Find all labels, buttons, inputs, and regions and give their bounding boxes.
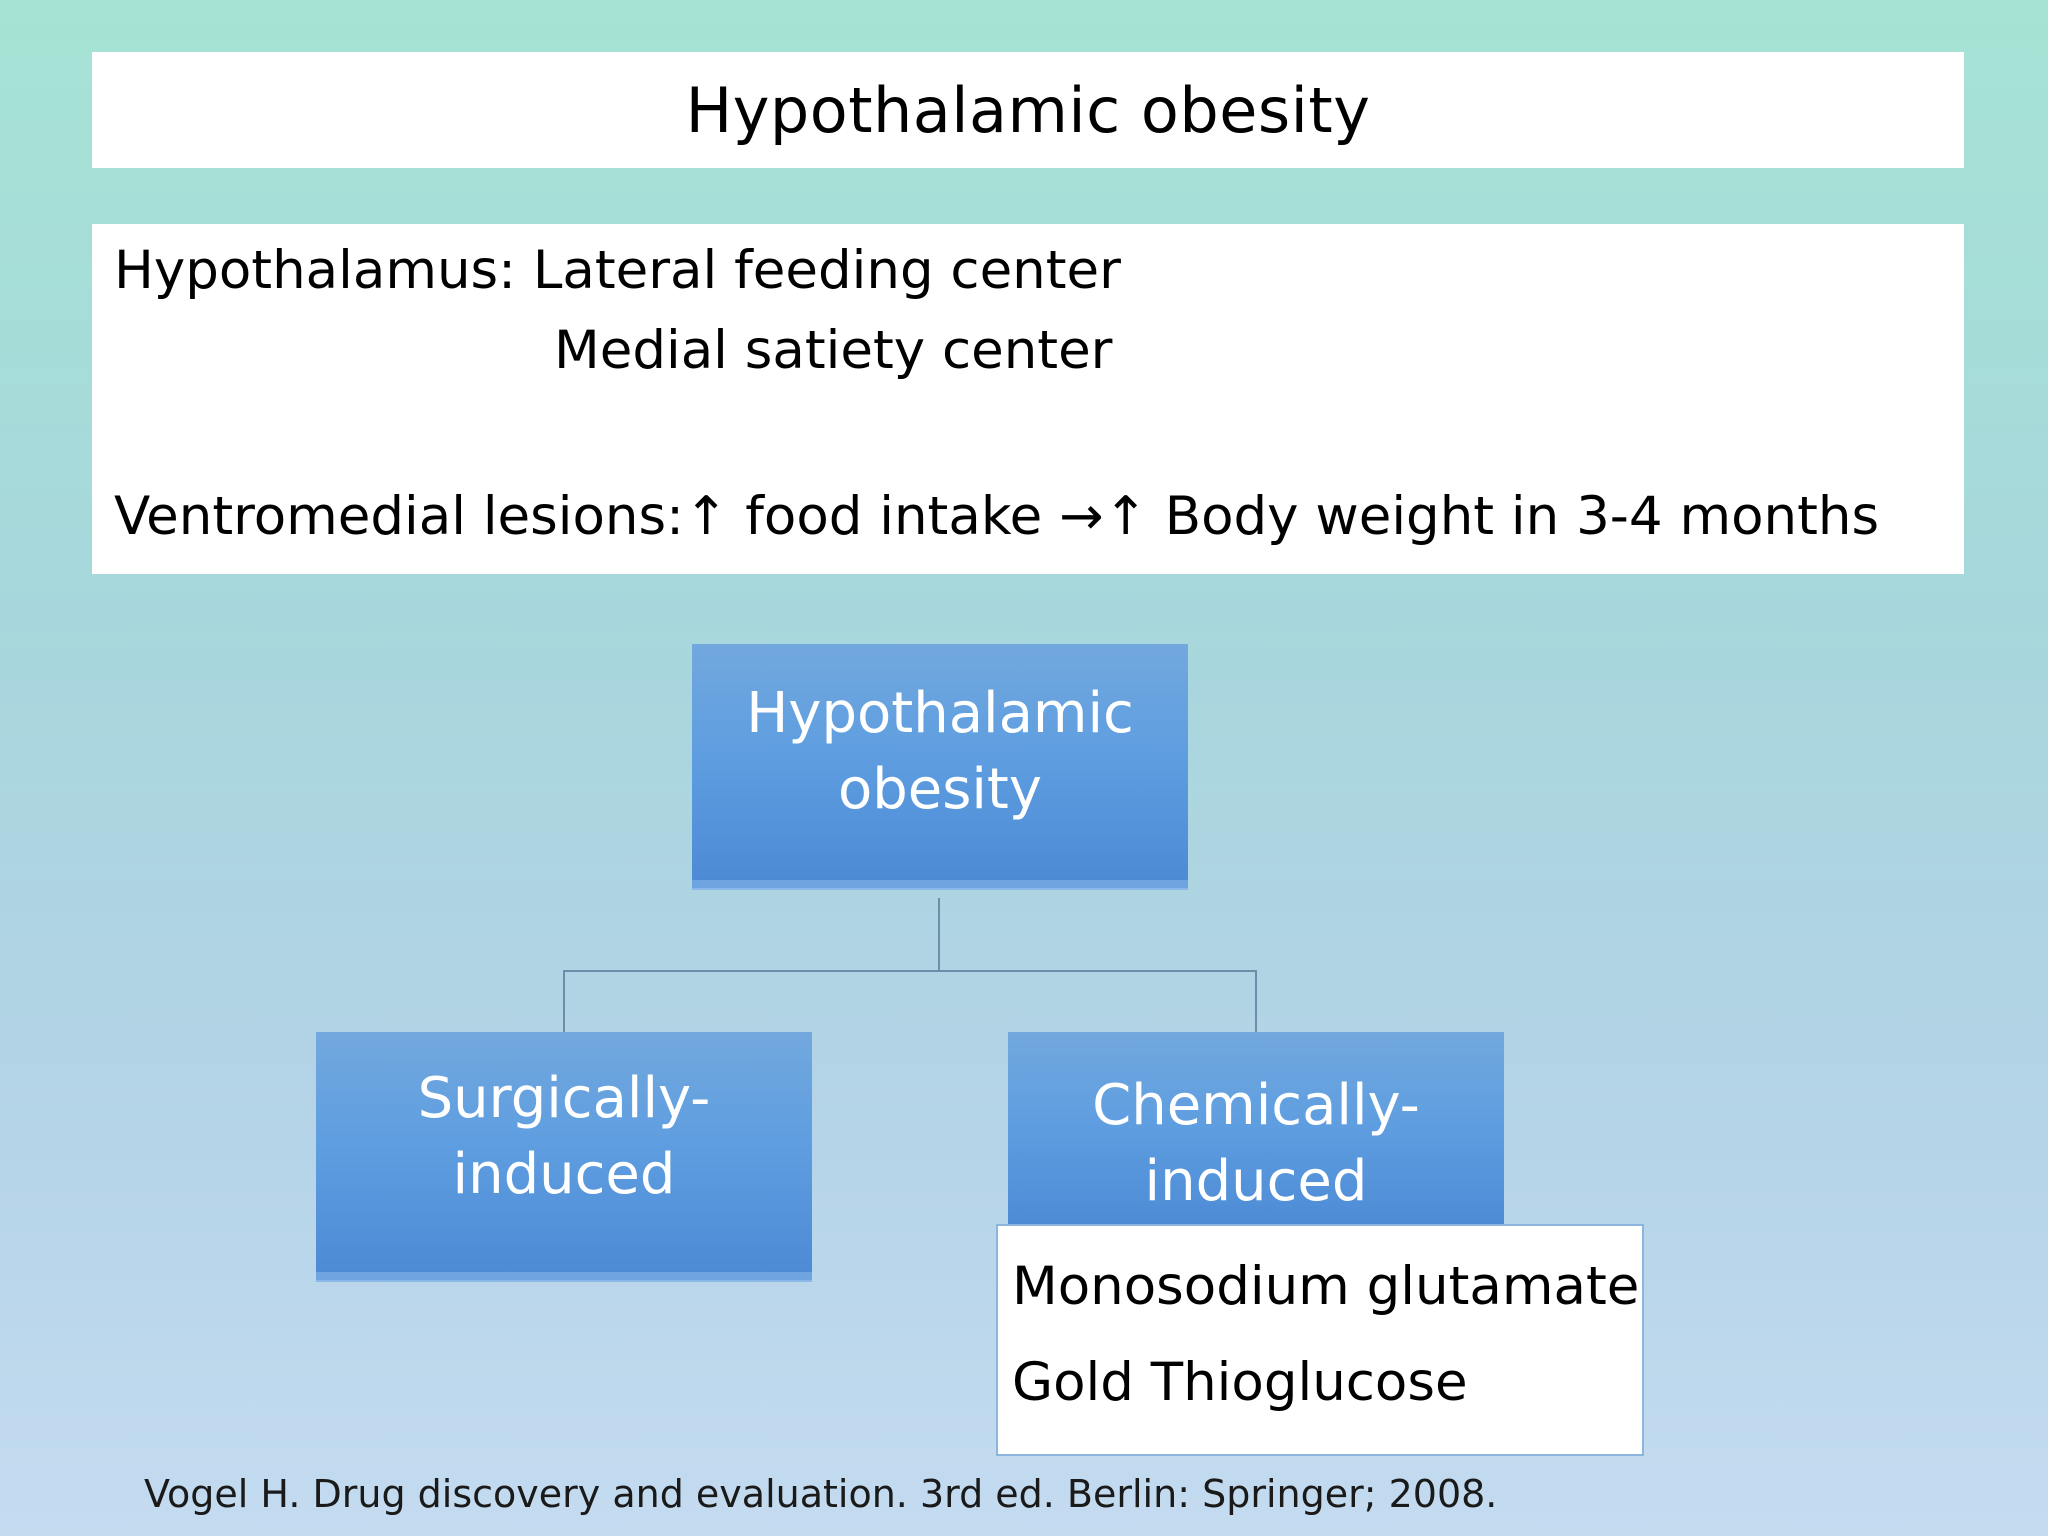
- chemical-agents-list: Monosodium glutamate Gold Thioglucose: [996, 1224, 1644, 1456]
- node-left-line1: Surgically-: [417, 1066, 711, 1131]
- node-surgically-induced: Surgically- induced: [316, 1032, 812, 1280]
- list-item-msg: Monosodium glutamate: [1012, 1256, 1640, 1317]
- node-root-line1: Hypothalamic: [746, 681, 1134, 746]
- connector-horizontal: [563, 970, 1257, 972]
- node-left-line2: induced: [452, 1142, 676, 1207]
- slide-title: Hypothalamic obesity: [685, 73, 1371, 147]
- connector-right-drop: [1255, 970, 1257, 1032]
- node-right-line2: induced: [1144, 1149, 1368, 1214]
- info-box: Hypothalamus: Lateral feeding center Med…: [92, 224, 1964, 574]
- connector-left-drop: [563, 970, 565, 1032]
- list-item-gold-thioglucose: Gold Thioglucose: [1012, 1352, 1468, 1413]
- node-root-line2: obesity: [837, 757, 1043, 822]
- info-line-lesions: Ventromedial lesions:↑ food intake →↑ Bo…: [114, 486, 1880, 547]
- info-line-satiety: Medial satiety center: [554, 320, 1113, 381]
- node-right-line1: Chemically-: [1092, 1073, 1420, 1138]
- node-hypothalamic-obesity: Hypothalamic obesity: [692, 644, 1188, 888]
- info-line-hypothalamus: Hypothalamus: Lateral feeding center: [114, 240, 1121, 301]
- node-chemically-induced: Chemically- induced: [1008, 1032, 1504, 1228]
- connector-root-stem: [938, 898, 940, 972]
- slide-title-box: Hypothalamic obesity: [92, 52, 1964, 168]
- citation: Vogel H. Drug discovery and evaluation. …: [144, 1472, 1498, 1516]
